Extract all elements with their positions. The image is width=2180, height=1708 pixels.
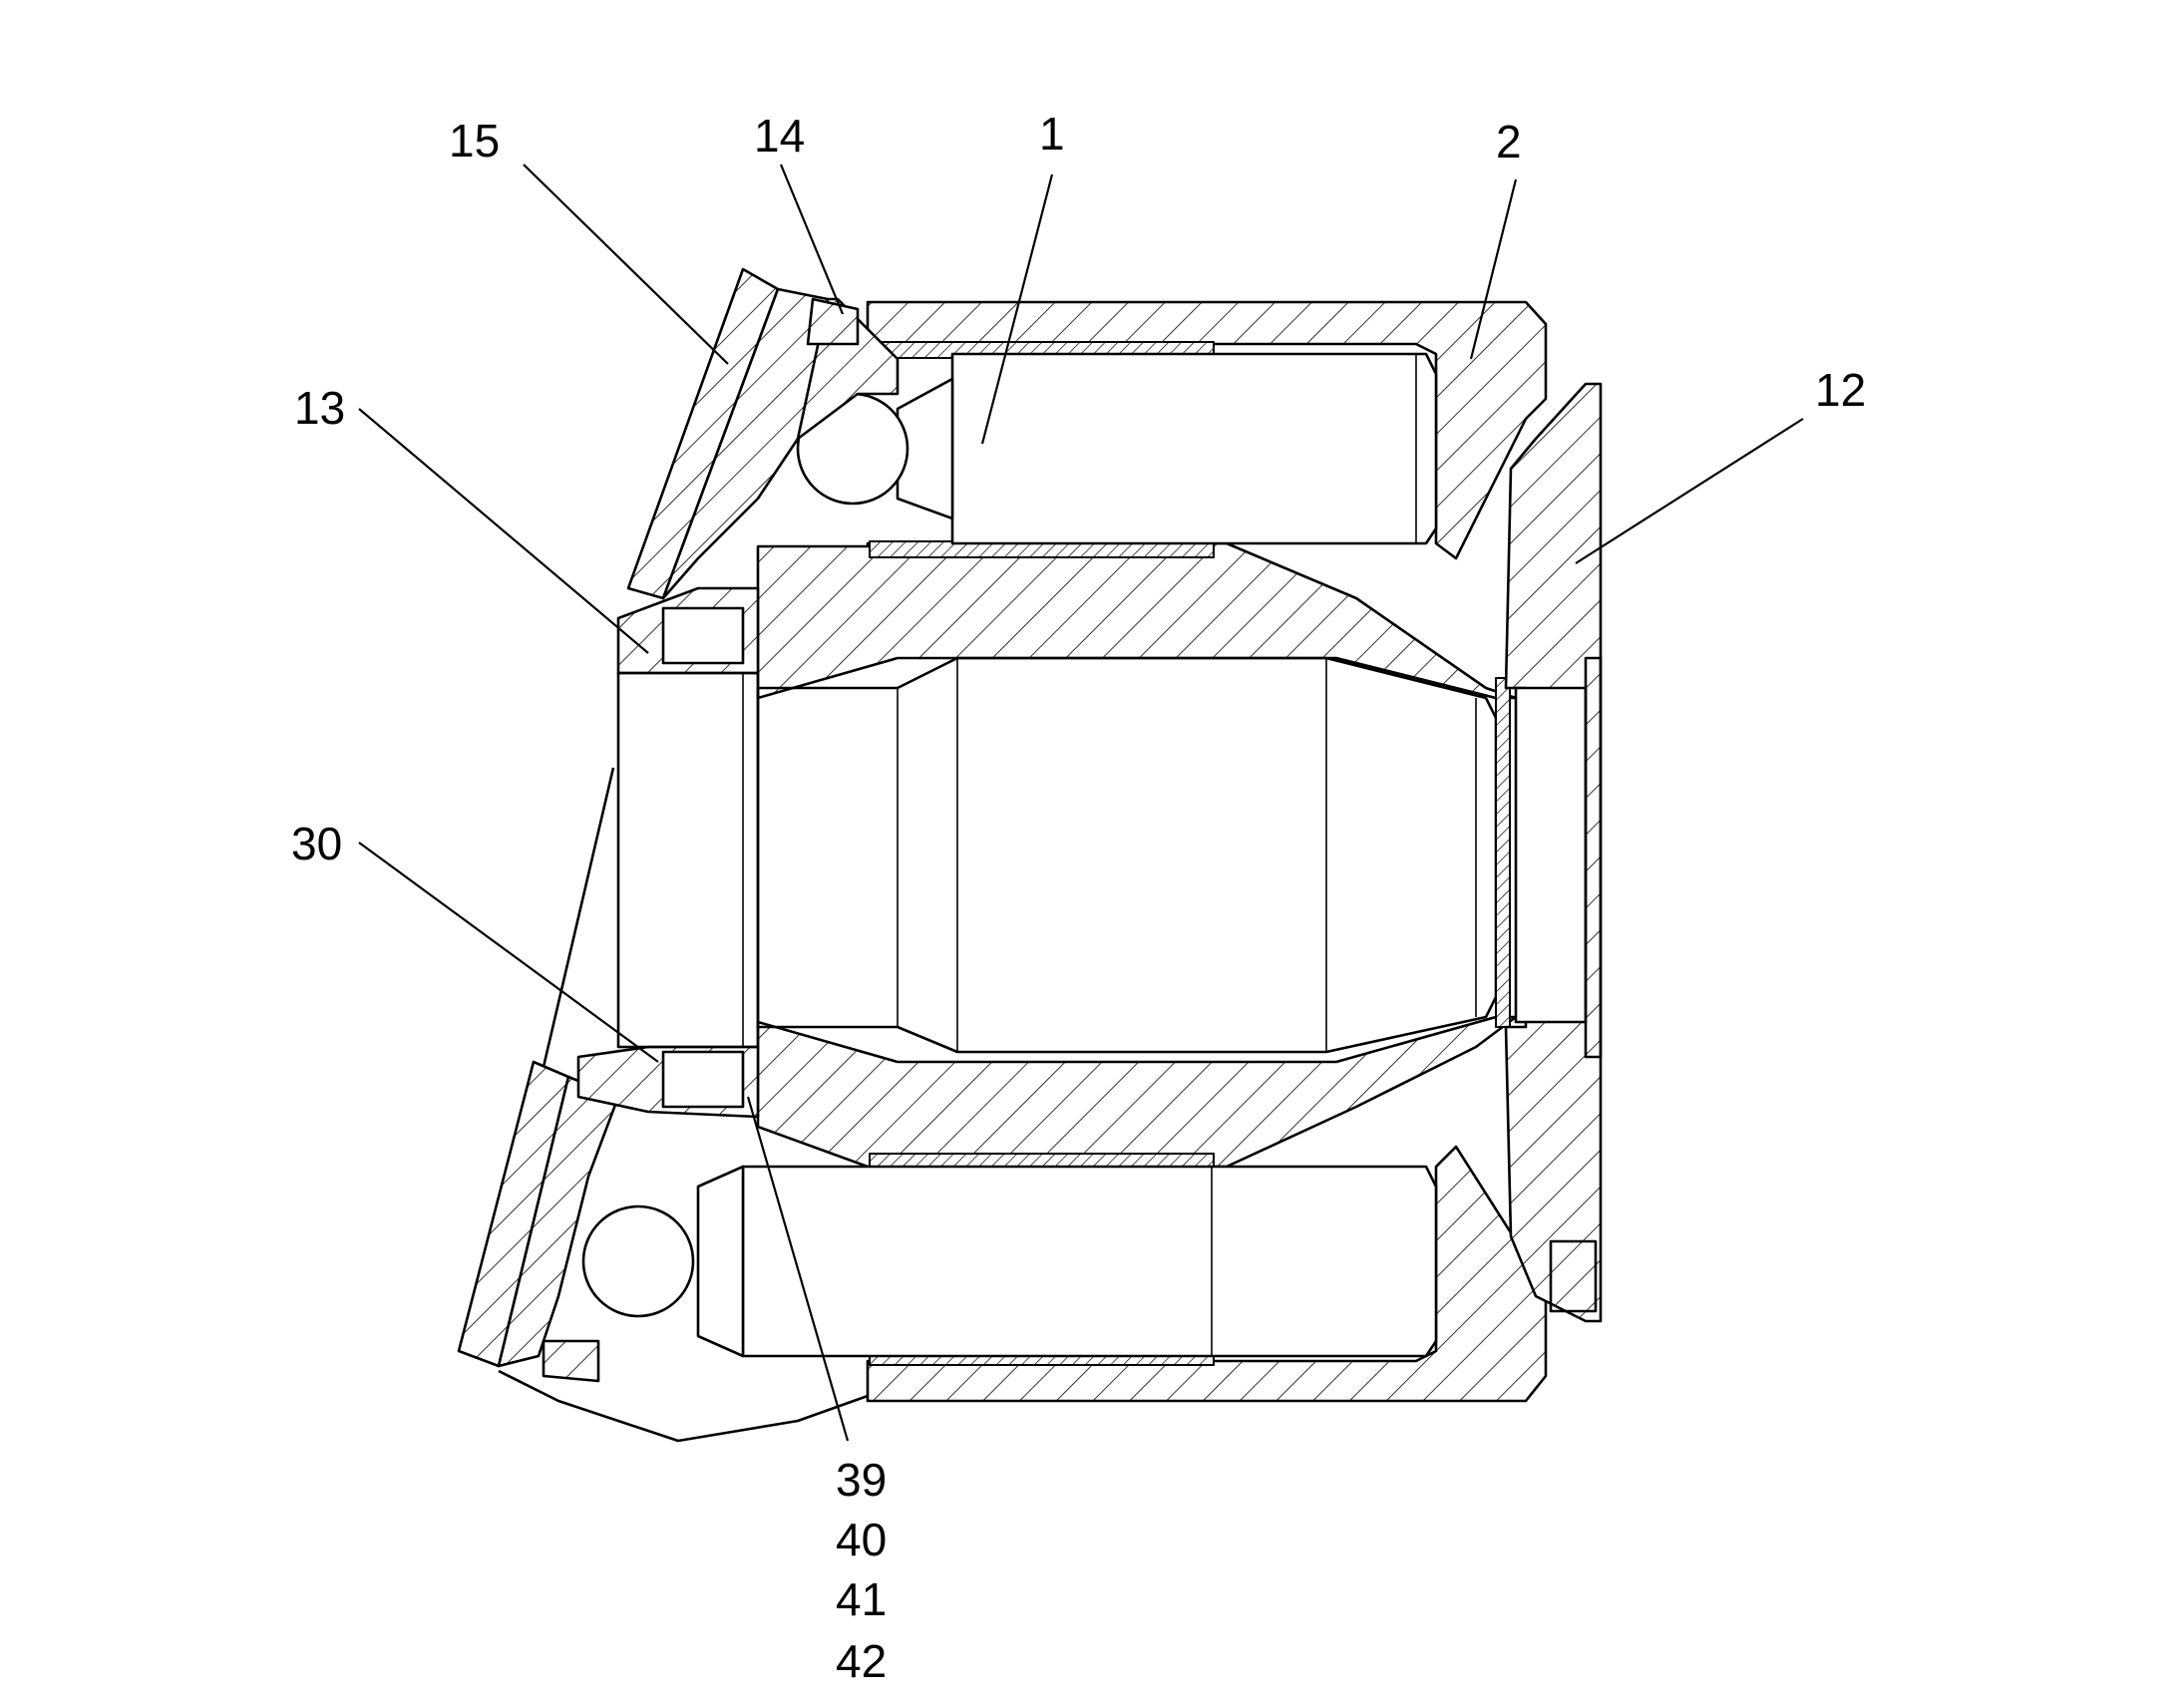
leader-1 <box>980 173 1054 445</box>
retainer <box>542 297 860 1383</box>
label-39: 39 <box>836 1454 887 1506</box>
piston-upper <box>796 297 1438 545</box>
leader-lines <box>358 164 1804 1442</box>
reference-labels: 15 14 1 2 13 12 30 39 40 41 42 <box>291 108 1866 1687</box>
label-1: 1 <box>1039 108 1065 160</box>
swash-plate <box>457 267 830 1368</box>
leader-13 <box>358 408 649 654</box>
label-30: 30 <box>291 818 342 869</box>
leader-30 <box>358 842 659 1063</box>
leader-39 <box>746 1096 850 1442</box>
housing-outline <box>498 767 869 1443</box>
label-2: 2 <box>1496 116 1522 168</box>
label-40: 40 <box>836 1514 887 1565</box>
label-15: 15 <box>449 115 500 167</box>
label-42: 42 <box>836 1635 887 1687</box>
leader-15 <box>523 164 729 365</box>
leader-14 <box>779 164 845 315</box>
label-13: 13 <box>294 382 345 434</box>
label-14: 14 <box>754 110 805 162</box>
piston-lower <box>581 1165 1438 1358</box>
label-12: 12 <box>1815 364 1866 416</box>
leader-2 <box>1469 178 1518 360</box>
valve-plate <box>1504 382 1603 1323</box>
center-ring <box>576 586 760 1127</box>
label-41: 41 <box>836 1573 887 1625</box>
leader-12 <box>1575 418 1804 564</box>
